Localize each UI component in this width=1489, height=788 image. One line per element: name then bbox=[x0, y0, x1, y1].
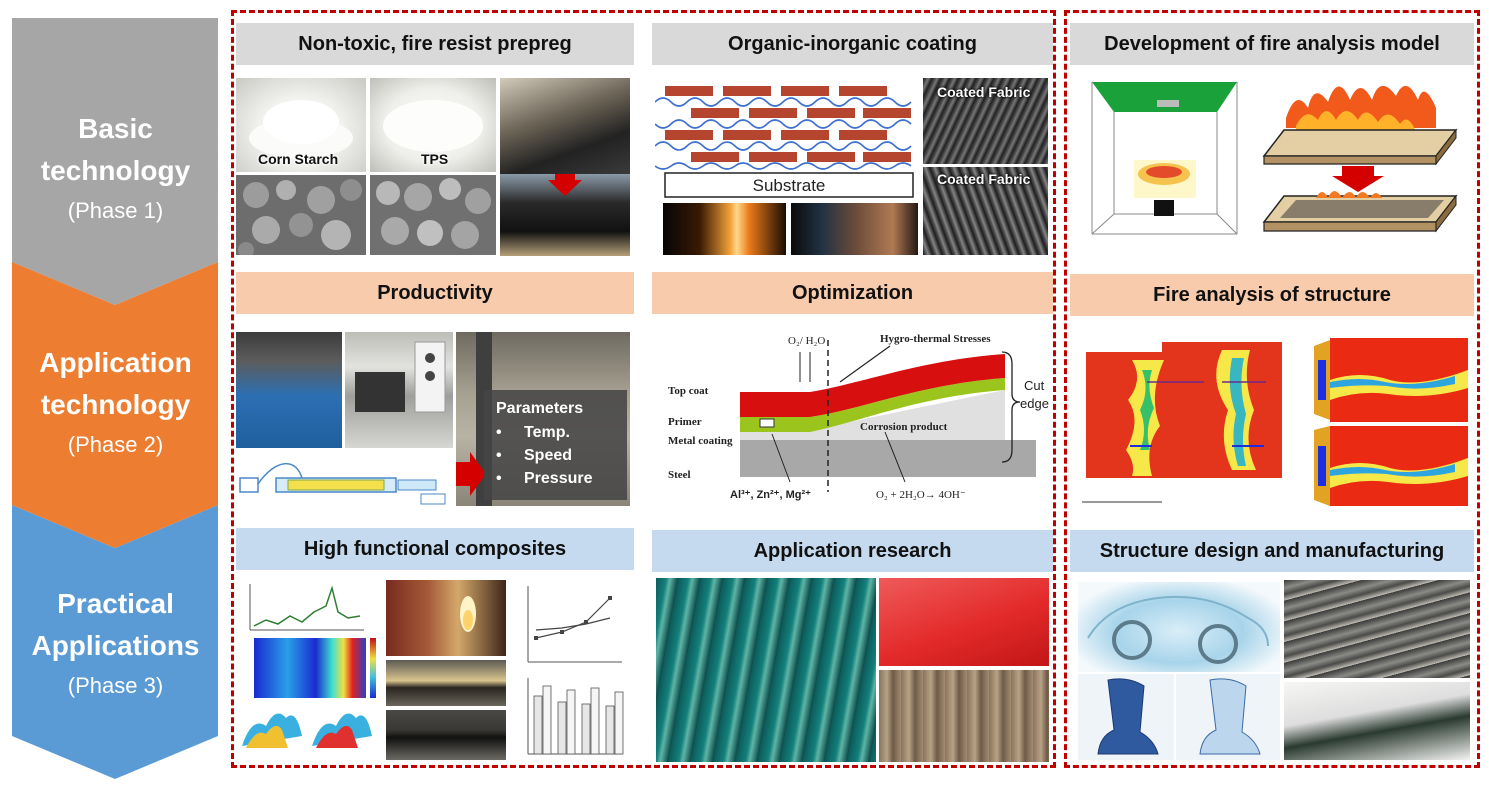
parameters-title: Parameters bbox=[496, 400, 584, 417]
corrosion-optimization-diagram: O₂/ H₂O Hygro-thermal Stresses Top coat … bbox=[660, 322, 1052, 512]
edge-label: edge bbox=[1020, 396, 1049, 411]
phase-2-arrow bbox=[12, 262, 218, 548]
fire-structure-contour-map bbox=[1072, 330, 1297, 508]
burn-test-photo-2 bbox=[386, 660, 506, 706]
header-fire-structure: Fire analysis of structure bbox=[1070, 274, 1474, 316]
composite-analysis-plots bbox=[236, 576, 382, 760]
phase-2-subtitle: (Phase 2) bbox=[67, 432, 164, 457]
top-coat-label: Top coat bbox=[668, 385, 709, 397]
steel-label: Steel bbox=[668, 469, 691, 481]
phase-1-arrow bbox=[12, 18, 218, 305]
phase-1-subtitle: (Phase 1) bbox=[67, 198, 164, 223]
ions-label: Al³⁺, Zn²⁺, Mg²⁺ bbox=[730, 489, 811, 501]
phase-3-title-1: Practical bbox=[57, 588, 174, 619]
coated-steel-panel-photo bbox=[656, 578, 876, 762]
car-seat-model-2 bbox=[1176, 674, 1280, 760]
phase-3-subtitle: (Phase 3) bbox=[67, 673, 164, 698]
hygro-thermal-label: Hygro-thermal Stresses bbox=[880, 333, 991, 345]
materials-frame bbox=[231, 10, 1056, 768]
coated-fabric-label-2: Coated Fabric bbox=[937, 171, 1031, 187]
primer-label: Primer bbox=[668, 416, 702, 428]
coating-layer-diagram: Substrate bbox=[655, 86, 914, 198]
parameter-temp: •Temp. bbox=[496, 424, 570, 441]
wood-pattern-panel-photo bbox=[879, 670, 1049, 762]
o2-h2o-label: O₂/ H₂O bbox=[788, 335, 825, 347]
prepreg-machine-photo bbox=[500, 78, 630, 174]
flame-test-photo-2 bbox=[791, 203, 918, 255]
composite-property-charts bbox=[510, 578, 634, 760]
substrate-label: Substrate bbox=[753, 176, 826, 195]
header-application: Application research bbox=[652, 530, 1053, 572]
metal-coating-label: Metal coating bbox=[668, 435, 733, 447]
header-coating: Organic-inorganic coating bbox=[652, 23, 1053, 65]
press-machine-photo-2 bbox=[345, 332, 453, 448]
parameters-panel: Parameters •Temp. •Speed •Pressure bbox=[484, 390, 627, 500]
burn-test-photo-3 bbox=[386, 710, 506, 760]
flame-test-photo-1 bbox=[663, 203, 786, 255]
parameter-speed-text: Speed bbox=[524, 447, 573, 464]
phase-1-label: Basic technology (Phase 1) bbox=[12, 108, 219, 228]
parameter-pressure: •Pressure bbox=[496, 470, 593, 487]
burn-test-photo-1 bbox=[386, 580, 506, 656]
red-panel-photo bbox=[879, 578, 1049, 666]
reaction-label: O₂ + 2H₂O→ 4OH⁻ bbox=[876, 489, 966, 501]
header-prepreg: Non-toxic, fire resist prepreg bbox=[236, 23, 634, 65]
formed-composite-part-photo bbox=[1284, 682, 1470, 760]
corn-starch-photo bbox=[236, 78, 366, 172]
tps-label: TPS bbox=[421, 151, 449, 167]
tps-sem bbox=[370, 175, 496, 255]
phase-2-label: Application technology (Phase 2) bbox=[12, 342, 219, 462]
header-optimization: Optimization bbox=[652, 272, 1053, 314]
phase-3-label: Practical Applications (Phase 3) bbox=[12, 583, 219, 703]
header-fire-model: Development of fire analysis model bbox=[1070, 23, 1474, 65]
corn-starch-label: Corn Starch bbox=[258, 151, 339, 167]
parameter-speed: •Speed bbox=[496, 447, 573, 464]
pultrusion-process-diagram bbox=[236, 450, 454, 508]
phase-3-title-2: Applications bbox=[31, 630, 200, 661]
header-structure-design: Structure design and manufacturing bbox=[1070, 530, 1474, 572]
tps-photo bbox=[370, 78, 496, 172]
transparent-car-model bbox=[1078, 582, 1280, 672]
phase-1-title-1: Basic bbox=[78, 113, 153, 144]
header-composites: High functional composites bbox=[236, 528, 634, 570]
corrosion-product-label: Corrosion product bbox=[860, 421, 948, 433]
fire-plume-simulation bbox=[1314, 338, 1468, 506]
car-seat-model-1 bbox=[1078, 674, 1174, 760]
analysis-frame bbox=[1064, 10, 1480, 768]
phase-1-title-2: technology bbox=[40, 155, 191, 186]
prepreg-roll-photo bbox=[500, 174, 630, 256]
coated-fabric-sem-2 bbox=[923, 167, 1048, 255]
cut-label: Cut bbox=[1024, 378, 1045, 393]
fire-panel-test-diagram bbox=[1262, 85, 1458, 233]
corn-starch-sem bbox=[236, 175, 366, 255]
coated-fabric-sem-1 bbox=[923, 78, 1048, 164]
fire-room-model-diagram bbox=[1072, 74, 1252, 264]
phase-2-title-1: Application bbox=[39, 347, 192, 378]
parameter-pressure-text: Pressure bbox=[524, 470, 593, 487]
phase-2-title-2: technology bbox=[40, 389, 191, 420]
coated-fabric-label-1: Coated Fabric bbox=[937, 84, 1031, 100]
parameter-temp-text: Temp. bbox=[524, 424, 570, 441]
press-machine-photo-1 bbox=[236, 332, 342, 448]
phase-arrows bbox=[12, 18, 218, 779]
header-productivity: Productivity bbox=[236, 272, 634, 314]
phase-3-arrow bbox=[12, 505, 218, 779]
corrugated-panel-manufacturing-photo bbox=[1284, 580, 1470, 678]
